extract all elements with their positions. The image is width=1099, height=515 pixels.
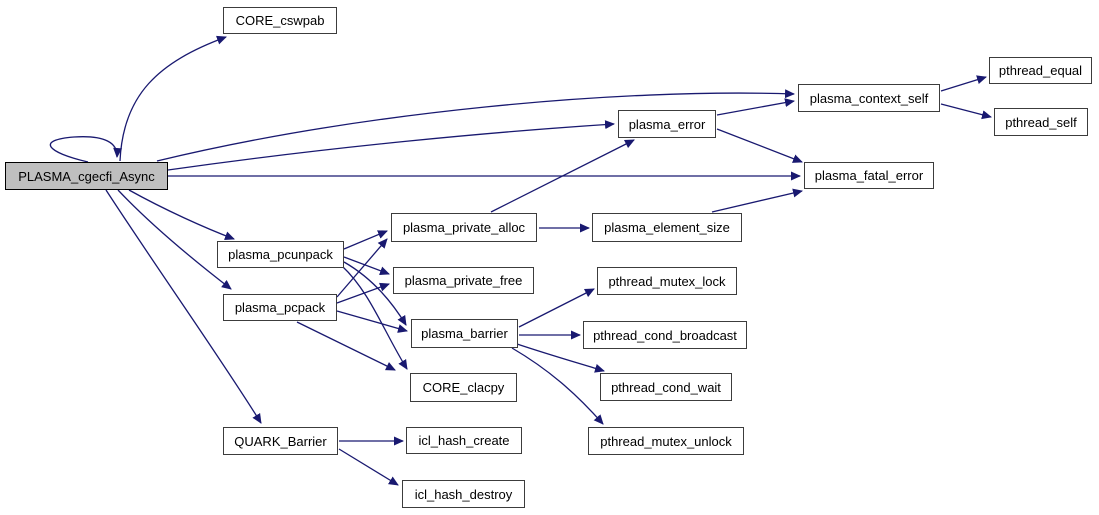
- edge-plasma-error-to-plasma-context-self: [716, 98, 795, 116]
- edge-plasma-private-alloc-to-plasma-error: [490, 139, 635, 213]
- node-plasma-pcpack[interactable]: plasma_pcpack: [223, 294, 337, 321]
- edge-plasma-barrier-to-pthread-mutex-unlock: [511, 347, 604, 425]
- node-pthread-cond-broadcast[interactable]: pthread_cond_broadcast: [583, 321, 747, 349]
- node-plasma-element-size[interactable]: plasma_element_size: [592, 213, 742, 242]
- edge-plasma-cgecfi-async-to-plasma-pcunpack: [128, 189, 235, 241]
- node-core-cswpab[interactable]: CORE_cswpab: [223, 7, 337, 34]
- node-pthread-mutex-lock[interactable]: pthread_mutex_lock: [597, 267, 737, 295]
- node-pthread-self[interactable]: pthread_self: [994, 108, 1088, 136]
- edge-plasma-barrier-to-pthread-cond-wait: [516, 343, 605, 373]
- node-plasma-pcunpack[interactable]: plasma_pcunpack: [217, 241, 344, 268]
- node-icl-hash-destroy[interactable]: icl_hash_destroy: [402, 480, 525, 508]
- edge-plasma-pcunpack-to-plasma-private-alloc: [343, 230, 388, 250]
- edge-plasma-cgecfi-async-to-plasma-pcpack: [117, 189, 232, 290]
- node-plasma-cgecfi-async[interactable]: PLASMA_cgecfi_Async: [5, 162, 168, 190]
- edge-plasma-pcpack-to-plasma-barrier: [336, 310, 408, 333]
- edge-plasma-pcpack-to-plasma-private-free: [336, 282, 390, 304]
- edge-plasma-cgecfi-async-to-plasma-context-self: [156, 89, 795, 162]
- node-plasma-fatal-error[interactable]: plasma_fatal_error: [804, 162, 934, 189]
- node-plasma-error[interactable]: plasma_error: [618, 110, 716, 138]
- edge-plasma-barrier-to-pthread-mutex-lock: [518, 288, 595, 328]
- edge-plasma-pcunpack-to-core-clacpy: [341, 265, 408, 370]
- edge-plasma-pcpack-to-core-clacpy: [296, 321, 396, 371]
- edge-quark-barrier-to-icl-hash-destroy: [338, 448, 399, 486]
- edge-plasma-context-self-to-pthread-self: [940, 103, 992, 120]
- edge-plasma-cgecfi-async-to-core-cswpab: [119, 35, 227, 162]
- edge-plasma-cgecfi-async-to-quark-barrier: [105, 189, 262, 424]
- node-plasma-context-self[interactable]: plasma_context_self: [798, 84, 940, 112]
- node-plasma-private-free[interactable]: plasma_private_free: [393, 267, 534, 294]
- node-pthread-cond-wait[interactable]: pthread_cond_wait: [600, 373, 732, 401]
- node-plasma-private-alloc[interactable]: plasma_private_alloc: [391, 213, 537, 242]
- edge-plasma-cgecfi-async-to-plasma-error: [167, 120, 615, 171]
- node-core-clacpy[interactable]: CORE_clacpy: [410, 373, 517, 402]
- node-plasma-barrier[interactable]: plasma_barrier: [411, 319, 518, 348]
- node-pthread-mutex-unlock[interactable]: pthread_mutex_unlock: [588, 427, 744, 455]
- node-icl-hash-create[interactable]: icl_hash_create: [406, 427, 522, 454]
- edge-plasma-element-size-to-plasma-fatal-error: [711, 188, 803, 213]
- edge-plasma-cgecfi-async-to-plasma-cgecfi-async: [49, 136, 123, 163]
- edge-plasma-pcunpack-to-plasma-private-free: [343, 256, 390, 276]
- node-quark-barrier[interactable]: QUARK_Barrier: [223, 427, 338, 455]
- edge-plasma-context-self-to-pthread-equal: [940, 75, 987, 92]
- edge-plasma-pcpack-to-plasma-private-alloc: [336, 238, 388, 298]
- node-pthread-equal[interactable]: pthread_equal: [989, 57, 1092, 84]
- edge-plasma-error-to-plasma-fatal-error: [716, 128, 803, 163]
